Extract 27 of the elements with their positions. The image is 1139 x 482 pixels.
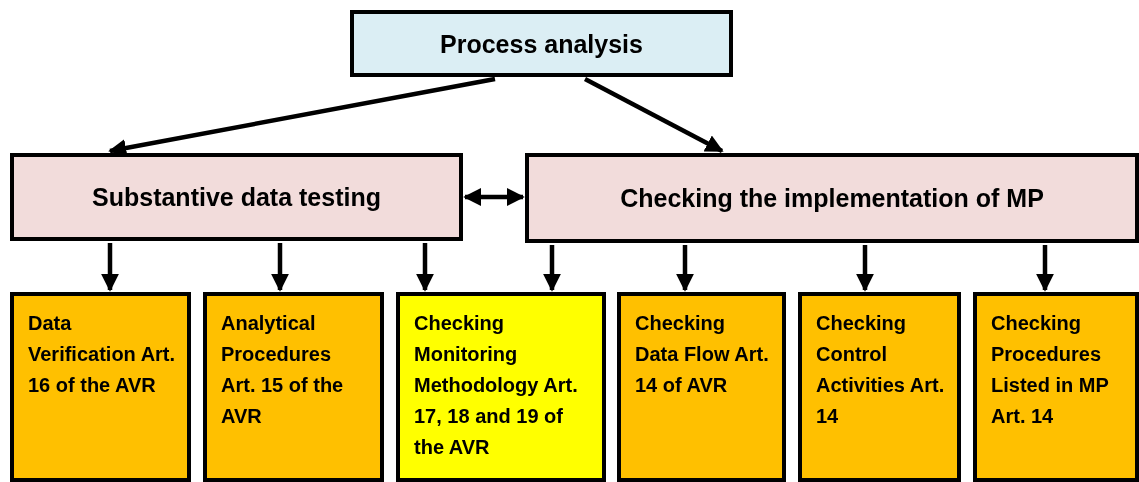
box-label: Analytical Procedures Art. 15 of the AVR	[221, 311, 345, 429]
process-box	[798, 292, 961, 482]
box-label: Data Verification Art. 16 of the AVR	[28, 311, 177, 398]
box-label: Checking Data Flow Art. 14 of AVR	[635, 311, 770, 398]
box-label: Checking Procedures Listed in MP Art. 14	[991, 311, 1110, 429]
box-label: Process analysis	[440, 28, 643, 59]
arrow	[101, 243, 119, 292]
box-label: Checking the implementation of MP	[620, 183, 1044, 213]
arrow	[1036, 245, 1054, 292]
arrow	[543, 245, 561, 292]
arrow	[271, 243, 289, 292]
process-box	[617, 292, 786, 482]
process-box	[973, 292, 1139, 482]
box-label: Checking Monitoring Methodology Art. 17, 18 and 19 of the AVR	[414, 311, 579, 460]
box-label: Substantive data testing	[92, 182, 381, 212]
process-box	[525, 153, 1139, 243]
arrow	[463, 188, 525, 206]
process-box	[10, 292, 191, 482]
arrow	[856, 245, 874, 292]
arrow	[416, 243, 434, 292]
box-label: Checking Control Activities Art. 14	[816, 311, 946, 429]
arrow	[583, 77, 724, 153]
process-box	[396, 292, 606, 482]
process-box	[10, 153, 463, 241]
arrow	[676, 245, 694, 292]
process-box	[203, 292, 384, 482]
process-box	[350, 10, 733, 77]
